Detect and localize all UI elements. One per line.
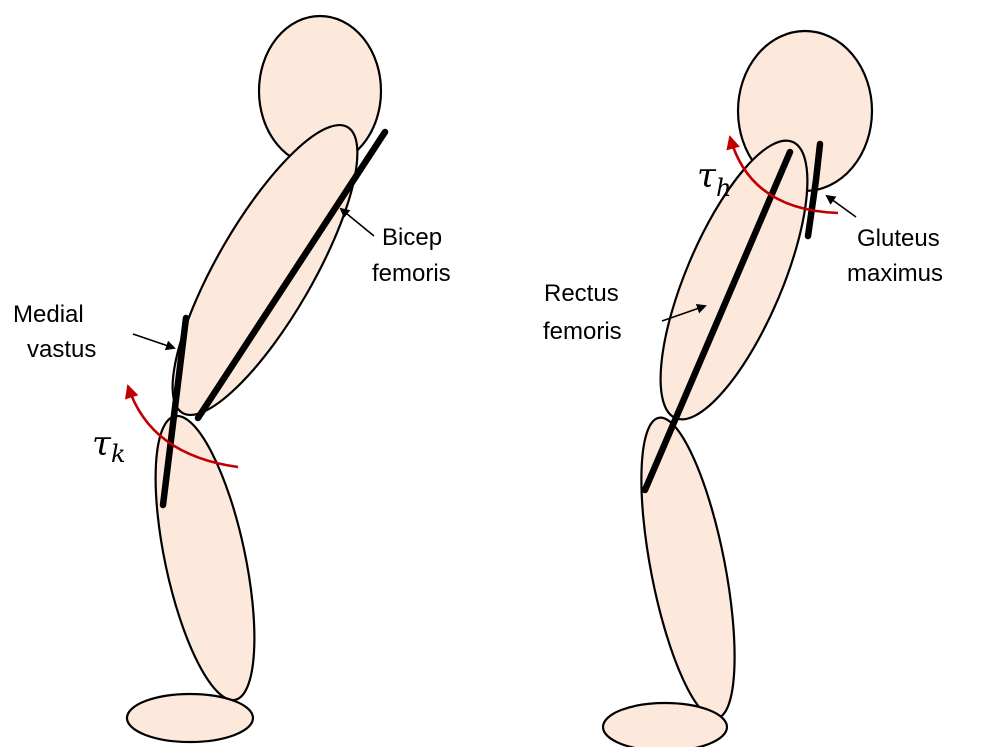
medial-vastus-pointer	[133, 334, 174, 348]
rectus-femoris-label-line2: femoris	[543, 318, 622, 345]
bicep-femoris-label-line2: femoris	[372, 260, 451, 287]
left-shank	[136, 408, 275, 708]
medial-vastus-label-line2: vastus	[27, 336, 96, 363]
knee-torque-subscript: k	[111, 440, 126, 468]
medial-vastus-label: Medial	[13, 301, 84, 328]
gluteus-maximus-label-line2: maximus	[847, 260, 943, 287]
hip-torque-symbol: τ	[697, 156, 717, 196]
gluteus-maximus-label: Gluteus	[857, 225, 940, 252]
bicep-femoris-pointer	[341, 209, 374, 236]
rectus-femoris-label: Rectus	[544, 280, 619, 307]
left-foot	[127, 694, 253, 742]
right-shank	[622, 411, 753, 725]
bicep-femoris-label: Bicep	[382, 224, 442, 251]
left-figure: Medial vastus Bicep femoris τ k	[13, 16, 451, 742]
knee-torque-symbol: τ	[92, 424, 112, 464]
hip-torque-subscript: h	[716, 174, 731, 202]
right-foot	[603, 703, 727, 747]
right-figure: Rectus femoris Gluteus maximus τ h	[543, 31, 943, 747]
